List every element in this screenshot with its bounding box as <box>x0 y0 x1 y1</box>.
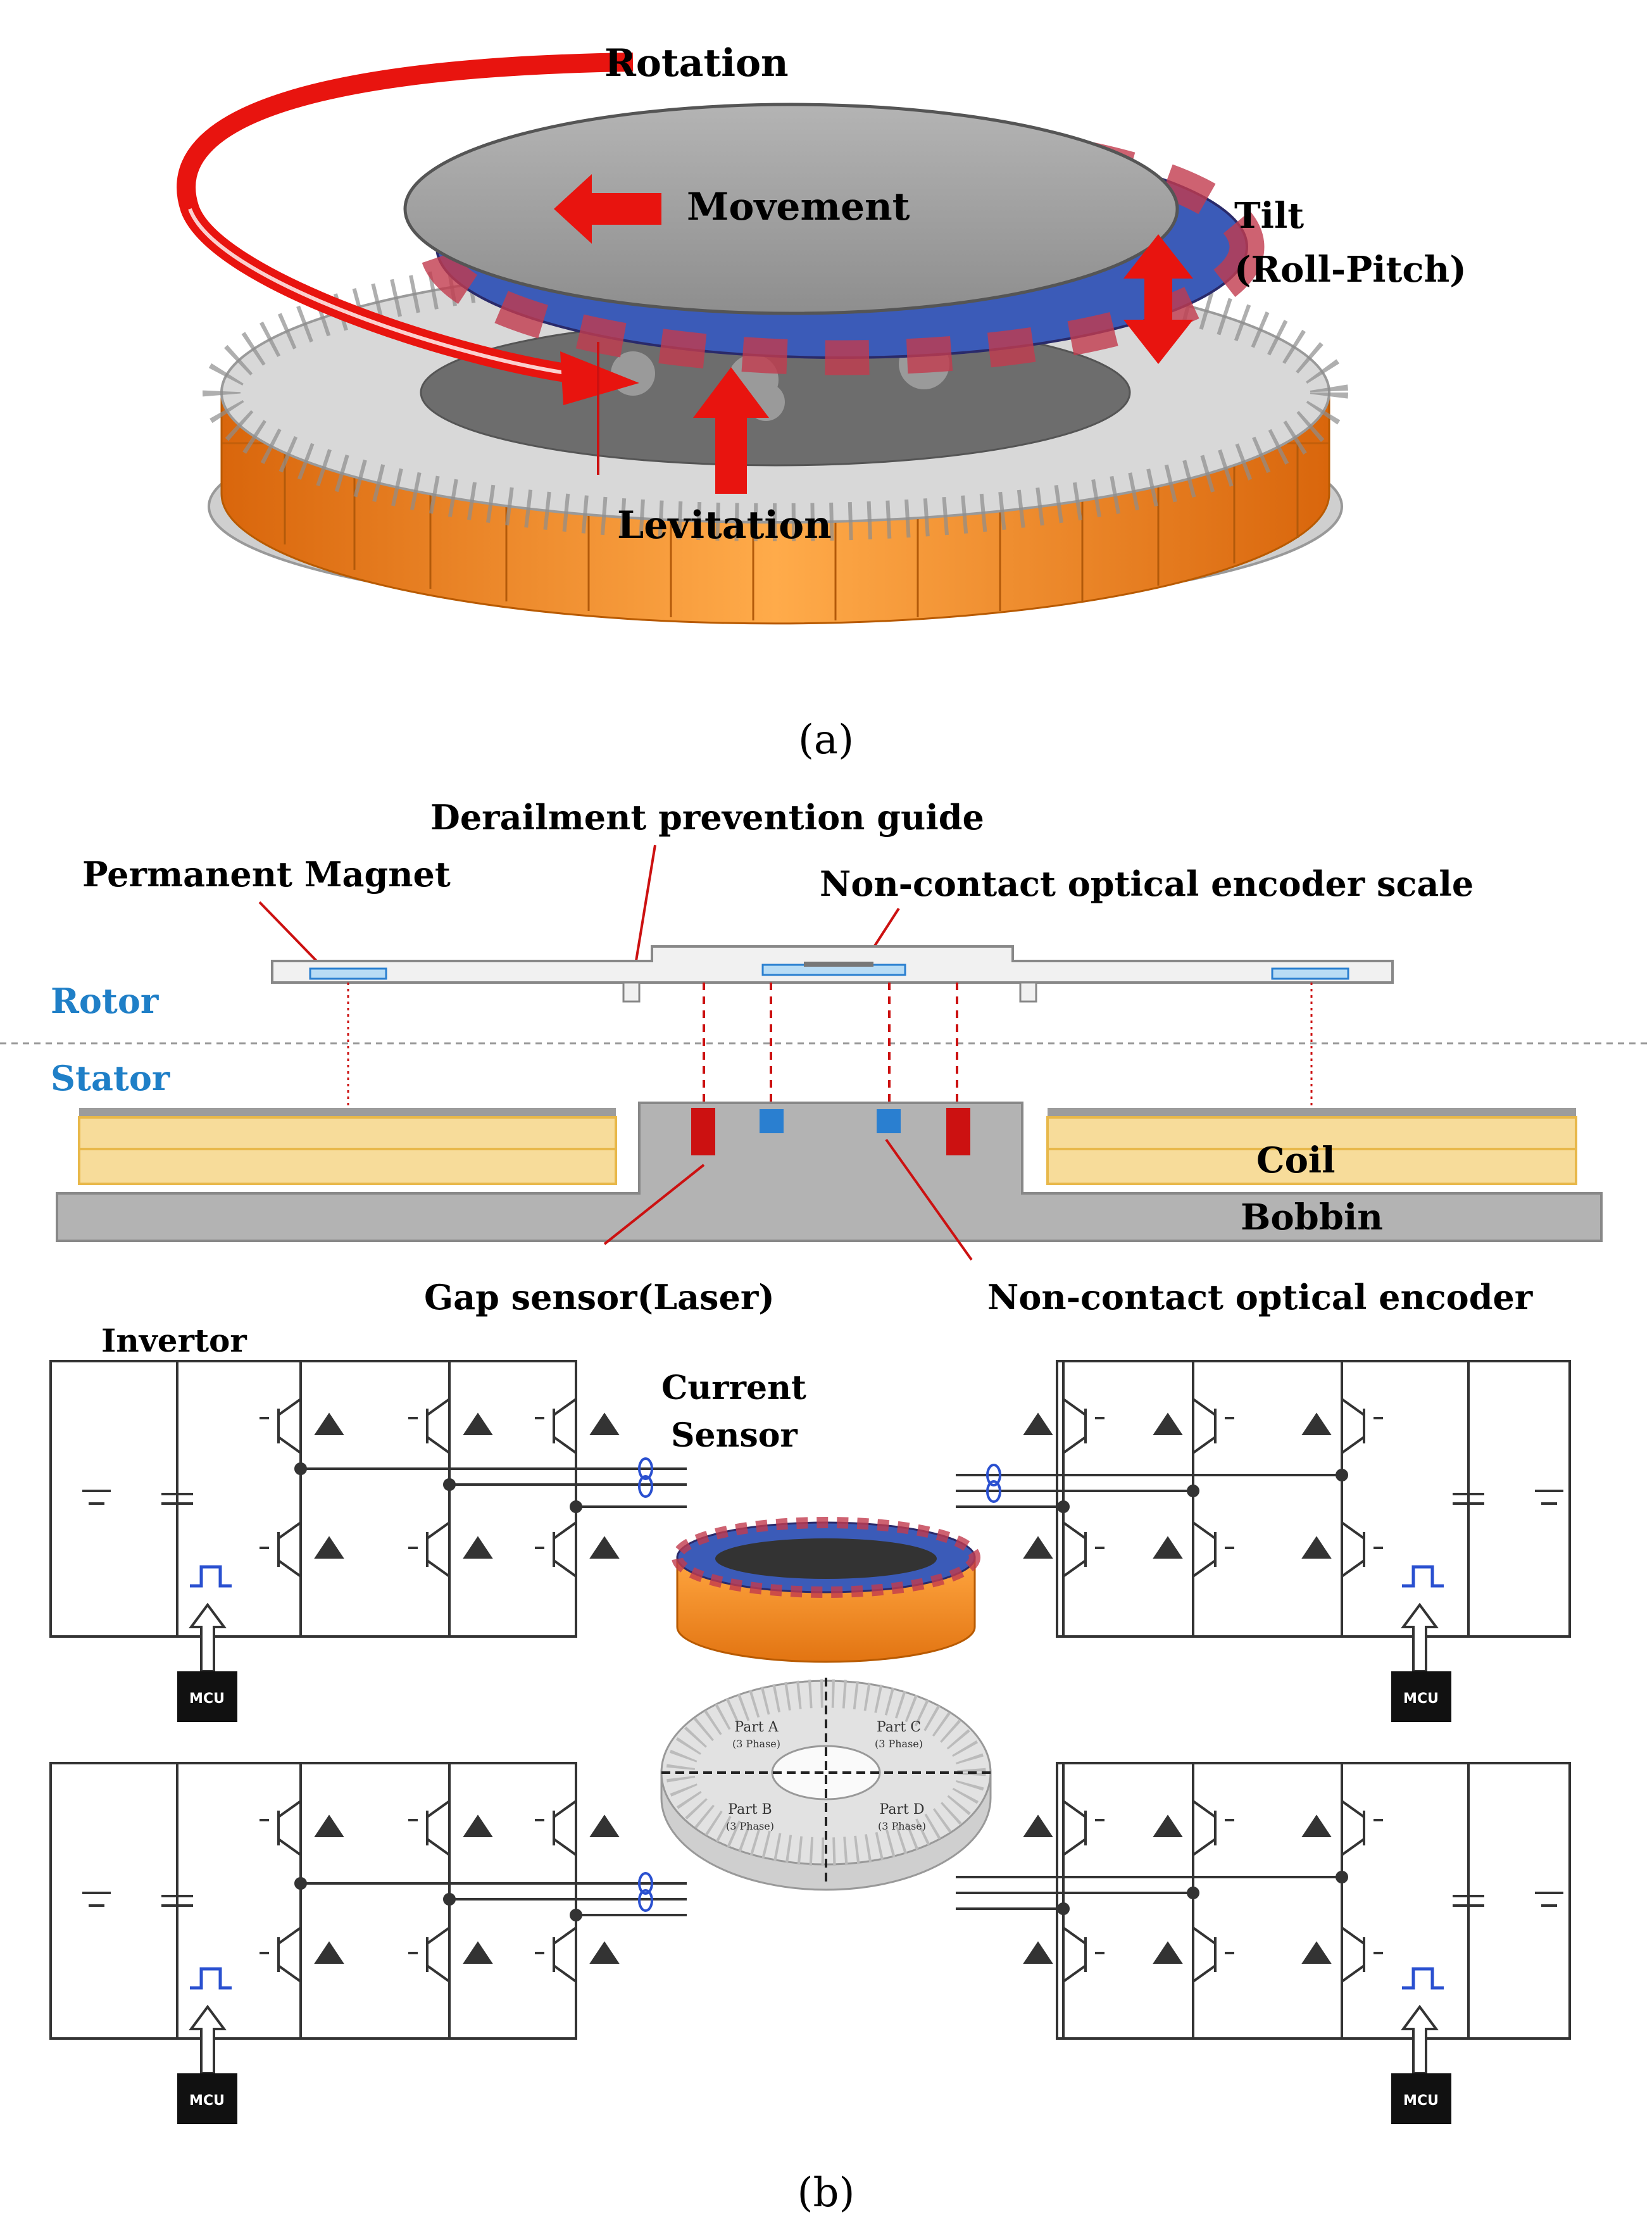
igbt-switch-icon <box>535 1926 620 1983</box>
tilt-label: Tilt <box>1234 195 1304 237</box>
mcu-chip-icon <box>177 1671 1451 2124</box>
igbt-switches <box>260 1398 1383 1983</box>
derailment-guide-label: Derailment prevention guide <box>430 797 984 838</box>
part-a-label: Part A <box>734 1719 779 1735</box>
movement-label: Movement <box>687 185 910 229</box>
stator-label: Stator <box>51 1058 170 1098</box>
coil-left-2 <box>78 1148 617 1185</box>
gap-sensor-label: Gap sensor(Laser) <box>424 1277 775 1317</box>
encoder-left <box>760 1109 784 1133</box>
invertor-label: Invertor <box>101 1322 247 1359</box>
igbt-switch-icon <box>408 1926 493 1983</box>
tilt-arrow <box>1123 234 1193 364</box>
gap-sensor-right <box>946 1108 970 1155</box>
igbt-switch-icon <box>535 1800 620 1856</box>
igbt-switch-icon <box>1153 1800 1234 1856</box>
igbt-switch-icon <box>535 1398 620 1454</box>
igbt-switch-icon <box>1301 1398 1383 1454</box>
current-sensor-label-2: Sensor <box>671 1416 798 1455</box>
stator-parts-disk <box>660 1678 992 1891</box>
inverter-top-left: Invertor <box>49 1322 687 1638</box>
igbt-switch-icon <box>535 1521 620 1578</box>
igbt-switch-icon <box>260 1800 344 1856</box>
levitation-label: Levitation <box>617 503 832 548</box>
rotor-disk <box>403 103 1179 315</box>
mcu-label-1: MCU <box>189 1691 225 1707</box>
inverter-top-right <box>956 1360 1571 1638</box>
encoder-scale-label: Non-contact optical encoder scale <box>820 864 1474 904</box>
guide-left <box>622 981 641 1003</box>
inverter-bottom-left <box>49 1762 687 2040</box>
igbt-switch-icon <box>1301 1800 1383 1856</box>
igbt-switch-icon <box>260 1398 344 1454</box>
caption-b: (b) <box>798 2170 855 2216</box>
part-a-phase: (3 Phase) <box>732 1738 780 1750</box>
pwm-pulse-icon <box>190 1565 1444 1990</box>
panel-a: Rotation Movement Tilt (Roll-Pitch) Levi… <box>177 41 1467 763</box>
igbt-switch-icon <box>1023 1521 1104 1578</box>
part-d-label: Part D <box>880 1802 925 1818</box>
magnet-right <box>1271 967 1349 980</box>
optical-encoder-label: Non-contact optical encoder <box>987 1277 1533 1317</box>
coil-left-1 <box>78 1116 617 1150</box>
panel-b-cross-section: Derailment prevention guide Permanent Ma… <box>0 797 1652 1317</box>
part-d-phase: (3 Phase) <box>878 1820 926 1832</box>
igbt-switch-icon <box>1301 1521 1383 1578</box>
igbt-switch-icon <box>1023 1398 1104 1454</box>
guide-right <box>1019 981 1037 1003</box>
igbt-switch-icon <box>260 1521 344 1578</box>
rotation-arrow-head <box>560 351 639 405</box>
inverter-bottom-right <box>956 1762 1571 2040</box>
encoder-right <box>877 1109 901 1133</box>
igbt-switch-icon <box>1153 1521 1234 1578</box>
current-sensor-icon <box>638 1457 1001 1912</box>
coil-label: Coil <box>1256 1140 1335 1181</box>
tilt-sub-label: (Roll-Pitch) <box>1234 249 1467 291</box>
igbt-switch-icon <box>408 1800 493 1856</box>
part-b-phase: (3 Phase) <box>726 1820 774 1832</box>
part-c-label: Part C <box>877 1719 921 1735</box>
rotor-label: Rotor <box>51 981 159 1021</box>
igbt-switch-icon <box>1153 1926 1234 1983</box>
igbt-switch-icon <box>408 1521 493 1578</box>
mcu-label-4: MCU <box>1403 2093 1439 2109</box>
igbt-switch-icon <box>408 1398 493 1454</box>
levitation-arrow <box>693 367 769 494</box>
coil-right-2 <box>1046 1148 1577 1185</box>
igbt-switch-icon <box>1301 1926 1383 1983</box>
coil-right-1 <box>1046 1116 1577 1150</box>
rotation-label: Rotation <box>604 41 789 85</box>
mcu-arrows <box>189 1602 1439 2075</box>
caption-a: (a) <box>798 717 854 763</box>
current-sensor-label-1: Current <box>661 1369 806 1407</box>
motor-thumbnail <box>672 1517 980 1663</box>
part-c-phase: (3 Phase) <box>875 1738 923 1750</box>
igbt-switch-icon <box>1153 1398 1234 1454</box>
igbt-switch-icon <box>1023 1926 1104 1983</box>
bobbin-label: Bobbin <box>1241 1197 1383 1238</box>
igbt-switch-icon <box>1023 1800 1104 1856</box>
gap-sensor-left <box>691 1108 715 1155</box>
movement-arrow <box>554 174 661 244</box>
permanent-magnet-label: Permanent Magnet <box>82 854 451 895</box>
mcu-label-3: MCU <box>189 2093 225 2109</box>
igbt-switch-icon <box>260 1926 344 1983</box>
magnet-left <box>309 967 387 980</box>
bobbin <box>56 1102 1603 1242</box>
mcu-label-2: MCU <box>1403 1691 1439 1707</box>
part-b-label: Part B <box>728 1802 772 1818</box>
